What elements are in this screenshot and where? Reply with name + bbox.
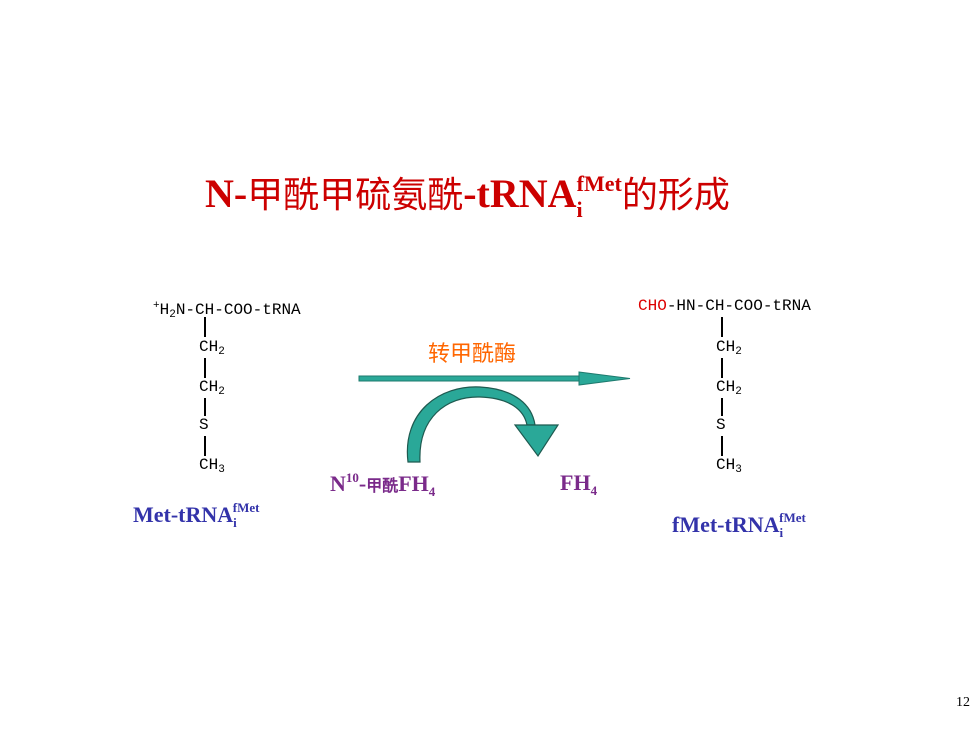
- left-ch2-1: CH2: [199, 338, 225, 358]
- left-top-line: +H2N-CH-COO-tRNA: [153, 300, 301, 321]
- right-s: S: [716, 416, 726, 434]
- left-molecule-label: Met-tRNAifMet: [133, 500, 260, 530]
- cofactor-in-label: N10-甲酰FH4: [330, 470, 436, 499]
- right-ch2-2: CH2: [716, 378, 742, 398]
- curved-arrow: [406, 386, 560, 463]
- bond-line: [204, 358, 206, 378]
- bond-line: [721, 317, 723, 337]
- left-s: S: [199, 416, 209, 434]
- title-superscript: fMet: [576, 171, 622, 196]
- title-cjk-2: 的形成: [621, 175, 730, 216]
- bond-line: [721, 436, 723, 456]
- right-molecule-label: fMet-tRNAifMet: [672, 510, 806, 540]
- bond-line: [204, 317, 206, 337]
- bond-line: [204, 398, 206, 416]
- title-prefix: N-: [205, 171, 248, 216]
- right-ch2-1: CH2: [716, 338, 742, 358]
- slide-title: N-甲酰甲硫氨酰-tRNAifMet的形成: [205, 160, 730, 234]
- title-cjk-1: 甲酰甲硫氨酰: [247, 175, 464, 216]
- bond-line: [204, 436, 206, 456]
- bond-line: [721, 358, 723, 378]
- title-trna: -tRNA: [463, 171, 577, 216]
- cofactor-out-label: FH4: [560, 470, 598, 498]
- enzyme-label: 转甲酰酶: [428, 342, 517, 367]
- left-ch2-2: CH2: [199, 378, 225, 398]
- left-ch3: CH3: [199, 456, 225, 476]
- right-top-line: CHO-HN-CH-COO-tRNA: [638, 297, 811, 315]
- title-subscript: i: [576, 197, 583, 222]
- bond-line: [721, 398, 723, 416]
- main-arrow: [358, 371, 631, 386]
- right-ch3: CH3: [716, 456, 742, 476]
- page-number: 12: [956, 695, 970, 710]
